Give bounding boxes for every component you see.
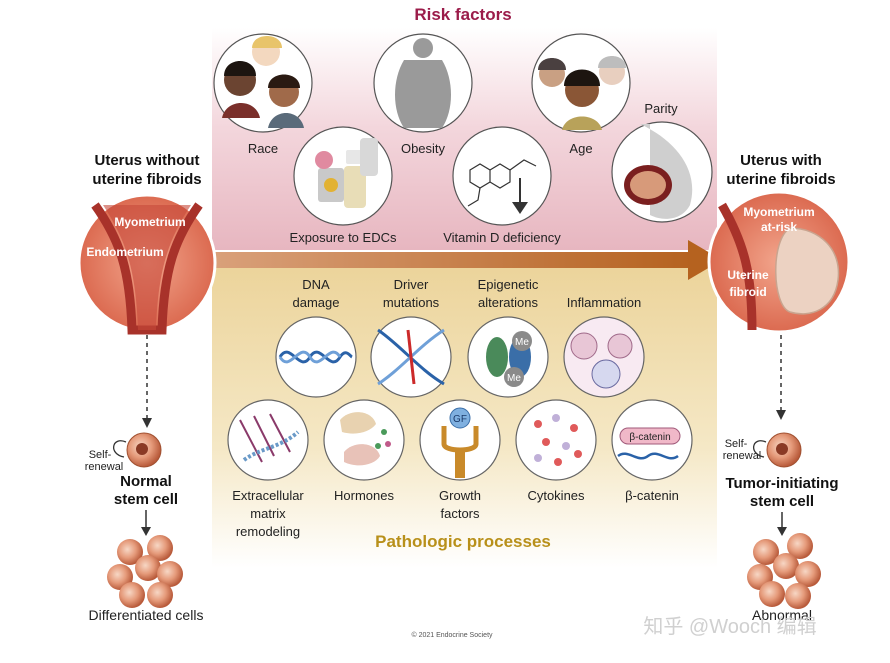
ecm-remodeling-icon [227, 399, 309, 481]
ecm-label-line1: Extracellular [232, 488, 304, 503]
tumor-initiating-stem-cell [753, 432, 802, 468]
normal-stem-cell [113, 432, 162, 468]
race-label: Race [248, 141, 278, 156]
right-dashed-arrow [776, 335, 786, 420]
age-label: Age [569, 141, 592, 156]
epigenetic-icon [467, 316, 549, 398]
normal-stem-cell-label-line2: stem cell [114, 491, 178, 508]
beta-catenin-label: β-catenin [625, 488, 679, 503]
methyl-label-top: Me [515, 337, 529, 348]
uterus-fibroid-illustration [707, 190, 851, 334]
obesity-icon [373, 33, 473, 133]
left-self-renewal-line1: Self- [89, 449, 112, 461]
tumor-initiating-stem-cell-label-line2: stem cell [750, 493, 814, 510]
left-self-renewal-line2: renewal [85, 461, 124, 473]
driver-mutations-icon [370, 316, 452, 398]
race-icon [213, 33, 313, 133]
cytokines-label: Cytokines [527, 488, 585, 503]
vitamin-d-icon [452, 126, 552, 226]
dna-damage-icon [275, 316, 357, 398]
growth-factors-label-line1: Growth [439, 488, 481, 503]
hormones-label: Hormones [334, 488, 394, 503]
pregnancy-icon [611, 121, 713, 223]
growth-factors-icon [419, 399, 501, 481]
growth-factors-label-line2: factors [440, 506, 480, 521]
epigenetic-label-line1: Epigenetic [478, 277, 539, 292]
gf-label: GF [453, 414, 467, 425]
abnormal-cells-label: Abnormal [752, 607, 812, 623]
pathologic-processes-title: Pathologic processes [375, 532, 551, 551]
normal-stem-cell-label-line1: Normal [120, 473, 172, 490]
left-uterus-title-line2: uterine fibroids [92, 171, 201, 188]
left-uterus-title-line1: Uterus without [95, 152, 200, 169]
epigenetic-label-line2: alterations [478, 295, 538, 310]
edcs-label: Exposure to EDCs [290, 230, 397, 245]
uterus-normal-illustration [77, 193, 217, 335]
ecm-label-line2: matrix [250, 506, 286, 521]
right-uterus-title-line1: Uterus with [740, 152, 822, 169]
differentiated-cells-cluster [107, 535, 183, 608]
differentiated-cells-label: Differentiated cells [89, 607, 204, 623]
hormones-icon [323, 399, 405, 481]
left-endometrium-label: Endometrium [86, 245, 163, 259]
methyl-label-bottom: Me [507, 373, 521, 384]
beta-catenin-icon [611, 399, 693, 481]
ecm-label-line3: remodeling [236, 524, 300, 539]
risk-factors-title: Risk factors [414, 5, 511, 24]
right-myometrium-label-line2: at-risk [761, 220, 797, 234]
cytokines-icon [515, 399, 597, 481]
left-myometrium-label: Myometrium [114, 215, 185, 229]
right-uterus-title-line2: uterine fibroids [726, 171, 835, 188]
inflammation-label: Inflammation [567, 295, 641, 310]
progression-arrow [215, 240, 722, 280]
left-dashed-arrow [142, 335, 152, 428]
driver-mutations-label-line1: Driver [394, 277, 429, 292]
driver-mutations-label-line2: mutations [383, 295, 440, 310]
inflammation-icon [563, 316, 645, 398]
obesity-label: Obesity [401, 141, 446, 156]
right-fibroid-label-line1: Uterine [727, 268, 769, 282]
edcs-icon [293, 126, 393, 226]
age-icon [531, 33, 631, 133]
abnormal-cells-cluster [747, 533, 821, 609]
parity-label: Parity [644, 101, 678, 116]
tumor-initiating-stem-cell-label-line1: Tumor-initiating [725, 475, 838, 492]
right-self-renewal-line2: renewal [723, 450, 762, 462]
vitamin-d-label: Vitamin D deficiency [443, 230, 561, 245]
beta-catenin-box-label: β-catenin [629, 432, 670, 443]
right-solid-arrow [777, 512, 787, 536]
dna-damage-label-line1: DNA [302, 277, 330, 292]
copyright-notice: © 2021 Endocrine Society [411, 631, 493, 639]
right-self-renewal-line1: Self- [725, 438, 748, 450]
right-fibroid-label-line2: fibroid [729, 285, 766, 299]
dna-damage-label-line2: damage [293, 295, 340, 310]
right-myometrium-label-line1: Myometrium [743, 205, 814, 219]
watermark: 知乎 @Wooch 编辑 [643, 615, 816, 638]
left-solid-arrow [141, 510, 151, 536]
